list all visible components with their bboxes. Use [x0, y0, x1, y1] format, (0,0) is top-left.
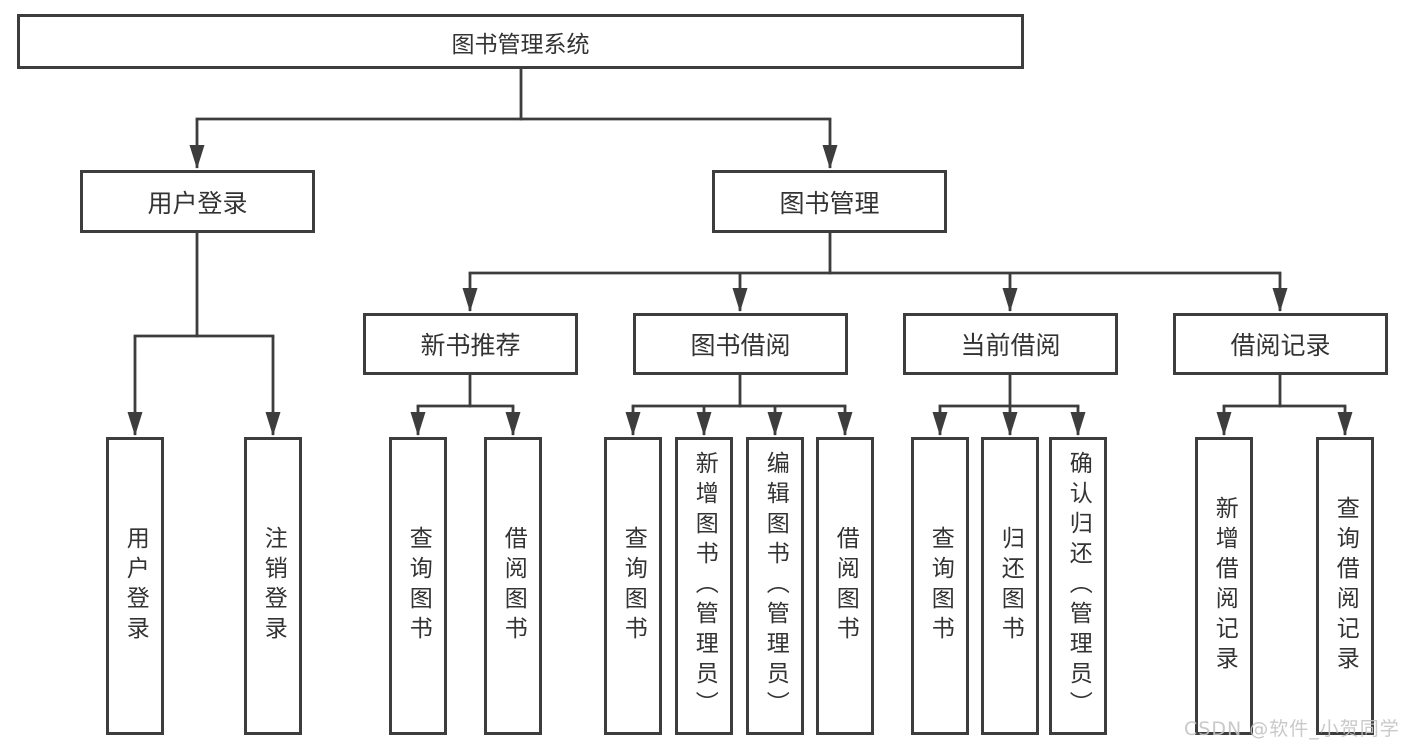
- leaf-borrow-query-books-label: 查询图书: [620, 526, 647, 646]
- node-library-management-system: 图书管理系统: [17, 14, 1024, 69]
- leaf-newbook-borrow-books-label: 借阅图书: [500, 526, 527, 646]
- node-book-borrow: 图书借阅: [633, 313, 848, 375]
- leaf-records-query-record-label: 查询借阅记录: [1332, 496, 1359, 676]
- leaf-newbook-query-books: 查询图书: [389, 437, 447, 735]
- leaf-newbook-borrow-books: 借阅图书: [484, 437, 542, 735]
- leaf-user-login-label: 用户登录: [122, 526, 149, 646]
- leaf-logout-login-label: 注销登录: [260, 526, 287, 646]
- leaf-newbook-query-books-label: 查询图书: [405, 526, 432, 646]
- node-user-login: 用户登录: [80, 170, 315, 233]
- node-current-borrow: 当前借阅: [903, 313, 1118, 375]
- leaf-records-query-record: 查询借阅记录: [1316, 437, 1374, 735]
- node-borrow-records: 借阅记录: [1173, 313, 1388, 375]
- leaf-borrow-edit-books-admin-label: 编辑图书（管理员）: [762, 451, 789, 721]
- leaf-current-return-books-label: 归还图书: [997, 526, 1024, 646]
- leaf-records-add-record: 新增借阅记录: [1195, 437, 1253, 735]
- leaf-borrow-borrow-books: 借阅图书: [816, 437, 874, 735]
- node-library-management-system-label: 图书管理系统: [451, 31, 590, 58]
- node-user-login-label: 用户登录: [147, 188, 248, 218]
- leaf-logout-login: 注销登录: [244, 437, 302, 735]
- leaf-current-confirm-return-admin: 确认归还（管理员）: [1049, 437, 1107, 735]
- node-book-management: 图书管理: [712, 170, 947, 233]
- leaf-borrow-query-books: 查询图书: [604, 437, 662, 735]
- tree-arrow-lines: [127, 119, 1353, 436]
- node-current-borrow-label: 当前借阅: [960, 331, 1061, 360]
- leaf-borrow-borrow-books-label: 借阅图书: [832, 526, 859, 646]
- leaf-current-query-books-label: 查询图书: [927, 526, 954, 646]
- leaf-current-confirm-return-admin-label: 确认归还（管理员）: [1065, 451, 1092, 721]
- leaf-current-return-books: 归还图书: [981, 437, 1039, 735]
- leaf-records-add-record-label: 新增借阅记录: [1211, 496, 1238, 676]
- leaf-borrow-add-books-admin-label: 新增图书（管理员）: [691, 451, 718, 721]
- leaf-borrow-edit-books-admin: 编辑图书（管理员）: [746, 437, 804, 735]
- leaf-current-query-books: 查询图书: [911, 437, 969, 735]
- leaf-borrow-add-books-admin: 新增图书（管理员）: [675, 437, 733, 735]
- leaf-user-login: 用户登录: [106, 437, 164, 735]
- node-book-management-label: 图书管理: [779, 188, 880, 218]
- node-new-book-recommend-label: 新书推荐: [420, 331, 521, 360]
- node-new-book-recommend: 新书推荐: [363, 313, 578, 375]
- csdn-watermark: CSDN @软件_小贺同学: [1184, 718, 1400, 740]
- node-book-borrow-label: 图书借阅: [690, 331, 791, 360]
- node-borrow-records-label: 借阅记录: [1230, 331, 1331, 360]
